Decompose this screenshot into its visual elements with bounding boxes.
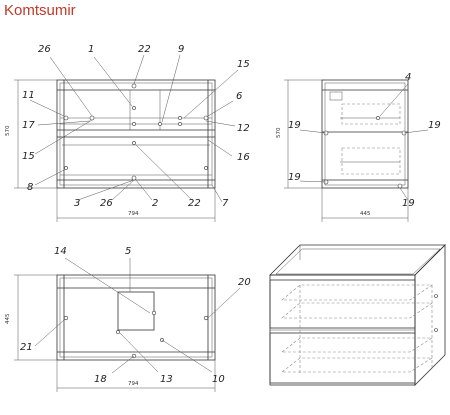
callout-19-bottom: 19 [402,198,415,209]
callout-20: 20 [238,277,251,288]
callout-10: 10 [212,374,225,385]
callout-13: 13 [160,374,173,385]
dim-depth-side: 445 [360,211,371,217]
callout-22-bottom: 22 [188,198,201,209]
front-view-top: 570 794 26 1 22 9 15 11 6 17 12 15 16 8 … [5,44,250,222]
callout-4: 4 [405,72,411,83]
callout-17: 17 [22,120,35,131]
callout-8: 8 [27,182,33,193]
callout-7: 7 [222,198,229,209]
callout-15-right: 15 [237,59,250,70]
callout-19-left-top: 19 [288,120,301,131]
dim-width-top: 794 [128,211,139,217]
callout-26-top: 26 [38,44,51,55]
callout-2: 2 [152,198,158,209]
callout-16: 16 [237,152,250,163]
callout-15-left: 15 [22,151,35,162]
dim-height-side: 570 [276,127,282,138]
callout-18: 18 [94,374,107,385]
callout-3: 3 [74,198,80,209]
callout-19-left-bottom: 19 [288,172,301,183]
callout-12: 12 [237,123,250,134]
callout-19-right: 19 [428,120,441,131]
callout-5: 5 [125,246,131,257]
callout-11: 11 [22,90,35,101]
isometric-view [269,244,446,386]
callout-21: 21 [20,342,33,353]
callout-26-bottom: 26 [100,198,113,209]
callout-9: 9 [178,44,184,55]
dim-width-bottom: 794 [128,381,139,387]
callout-22-top: 22 [138,44,151,55]
brand-logo-text: Komtsumir [4,2,76,19]
callout-6: 6 [236,91,242,102]
dim-height-top: 570 [5,125,11,136]
front-view-bottom: 445 794 14 5 20 21 18 13 10 [5,246,251,392]
side-view: 570 445 4 19 19 19 19 [276,72,441,222]
callout-14: 14 [54,246,67,257]
dim-height-bottom: 445 [5,313,11,324]
callout-1: 1 [88,44,94,55]
